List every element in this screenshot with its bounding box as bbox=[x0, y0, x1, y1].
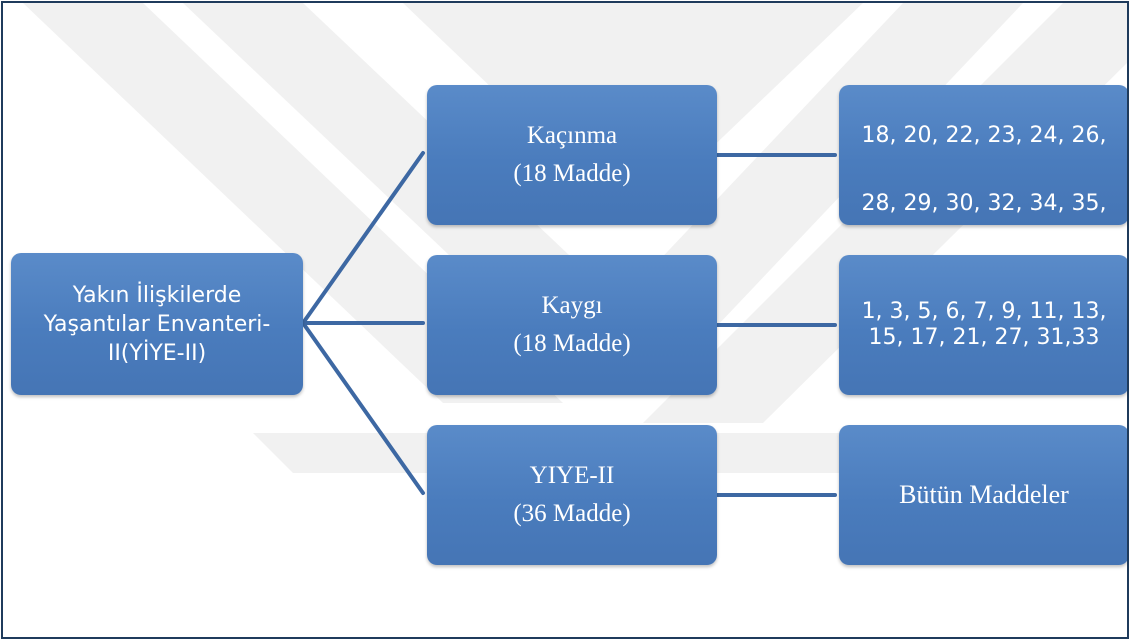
root-line-1: Yakın İlişkilerde bbox=[72, 282, 242, 308]
node-kacinma-subtitle: (18 Madde) bbox=[513, 160, 631, 187]
root-line-3: II(YİYE-II) bbox=[107, 340, 207, 366]
connector-lines bbox=[301, 151, 837, 497]
items-kacinma: 18, 20, 22, 23, 24, 26, 28, 29, 30, 32, … bbox=[839, 85, 1127, 225]
items-kacinma-line-1: 18, 20, 22, 23, 24, 26, bbox=[861, 123, 1107, 148]
node-kaygi-subtitle: (18 Madde) bbox=[513, 330, 631, 357]
node-yiye-title: YIYE-II bbox=[529, 462, 615, 489]
items-yiye-line-1: Bütün Maddeler bbox=[899, 480, 1069, 509]
connector-root-kacinma bbox=[301, 151, 425, 325]
root-node: Yakın İlişkilerde Yaşantılar Envanteri- … bbox=[11, 253, 303, 395]
items-kaygi-line-1: 1, 3, 5, 6, 7, 9, 11, 13, bbox=[861, 299, 1107, 324]
node-kacinma-title: Kaçınma bbox=[526, 122, 618, 149]
root-line-2: Yaşantılar Envanteri- bbox=[43, 311, 271, 337]
connector-root-yiye bbox=[301, 321, 425, 495]
node-kaygi: Kaygı (18 Madde) bbox=[427, 255, 717, 395]
node-yiye: YIYE-II (36 Madde) bbox=[427, 425, 717, 565]
items-kaygi: 1, 3, 5, 6, 7, 9, 11, 13, 15, 17, 21, 27… bbox=[839, 255, 1127, 395]
node-kaygi-title: Kaygı bbox=[541, 292, 603, 319]
items-kaygi-line-2: 15, 17, 21, 27, 31,33 bbox=[868, 325, 1100, 350]
node-kacinma: Kaçınma (18 Madde) bbox=[427, 85, 717, 225]
items-kacinma-line-2: 28, 29, 30, 32, 34, 35, bbox=[861, 191, 1107, 216]
items-yiye: Bütün Maddeler bbox=[839, 425, 1127, 565]
node-yiye-subtitle: (36 Madde) bbox=[513, 500, 631, 527]
